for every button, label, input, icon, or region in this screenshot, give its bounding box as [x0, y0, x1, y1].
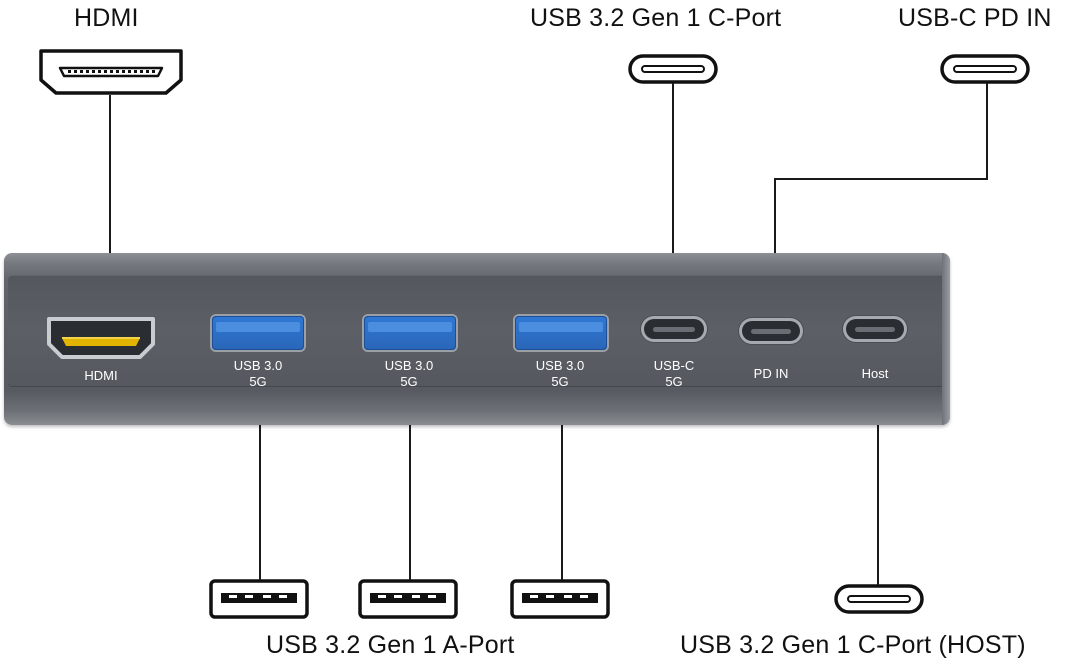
hdmi-port-label: HDMI — [84, 368, 118, 383]
usb-a-connector-icon-1 — [209, 579, 309, 619]
usb-a-connector-icon-2 — [358, 579, 458, 619]
usb-a-port-2-label-line1: USB 3.0 — [384, 358, 434, 373]
usb-a-port-1-label-line1: USB 3.0 — [233, 358, 283, 373]
pd-in-connector-icon — [940, 54, 1030, 84]
usb-a-connector-icon-3 — [510, 579, 610, 619]
usb-c-port-callout-label: USB 3.2 Gen 1 C-Port — [530, 4, 782, 32]
pd-in-port — [742, 321, 800, 341]
usb-a-leader-line-1 — [259, 423, 261, 580]
hub-end-cap — [942, 253, 950, 425]
usb-hub-body: HDMI USB 3.0 5G USB 3.0 5G USB 3.0 5G US… — [4, 253, 950, 425]
hdmi-connector-icon — [39, 49, 183, 95]
a-port-callout-label: USB 3.2 Gen 1 A-Port — [266, 631, 515, 659]
usb-a-port-3 — [515, 316, 607, 350]
usb-c-connector-icon — [628, 54, 718, 84]
pd-in-leader-line-vertical-top — [986, 83, 988, 180]
usb-a-port-1 — [212, 316, 304, 350]
pd-in-port-label: PD IN — [753, 366, 789, 381]
usb-a-port-2-label-line2: 5G — [400, 374, 418, 389]
usb-a-port-3-label-line1: USB 3.0 — [535, 358, 585, 373]
hdmi-port — [47, 317, 155, 359]
host-port-label: Host — [861, 366, 889, 381]
host-connector-icon — [834, 584, 924, 614]
host-leader-line — [877, 423, 879, 585]
usb-c-leader-line — [672, 83, 674, 255]
usb-c-port — [644, 319, 704, 339]
hdmi-callout-label: HDMI — [74, 4, 139, 32]
usb-c-port-label-line2: 5G — [665, 374, 683, 389]
usb-a-port-3-label-line2: 5G — [551, 374, 569, 389]
pd-in-callout-label: USB-C PD IN — [898, 4, 1052, 32]
pd-in-leader-line-vertical-bottom — [774, 178, 776, 255]
usb-c-port-label-line1: USB-C — [653, 358, 695, 373]
host-port — [846, 319, 904, 339]
usb-a-leader-line-2 — [409, 423, 411, 580]
usb-a-port-2 — [364, 316, 456, 350]
usb-a-port-1-label-line2: 5G — [249, 374, 267, 389]
pd-in-leader-line-horizontal — [774, 178, 988, 180]
host-port-callout-label: USB 3.2 Gen 1 C-Port (HOST) — [680, 631, 1026, 659]
hdmi-leader-line — [109, 95, 111, 255]
usb-a-leader-line-3 — [561, 423, 563, 580]
